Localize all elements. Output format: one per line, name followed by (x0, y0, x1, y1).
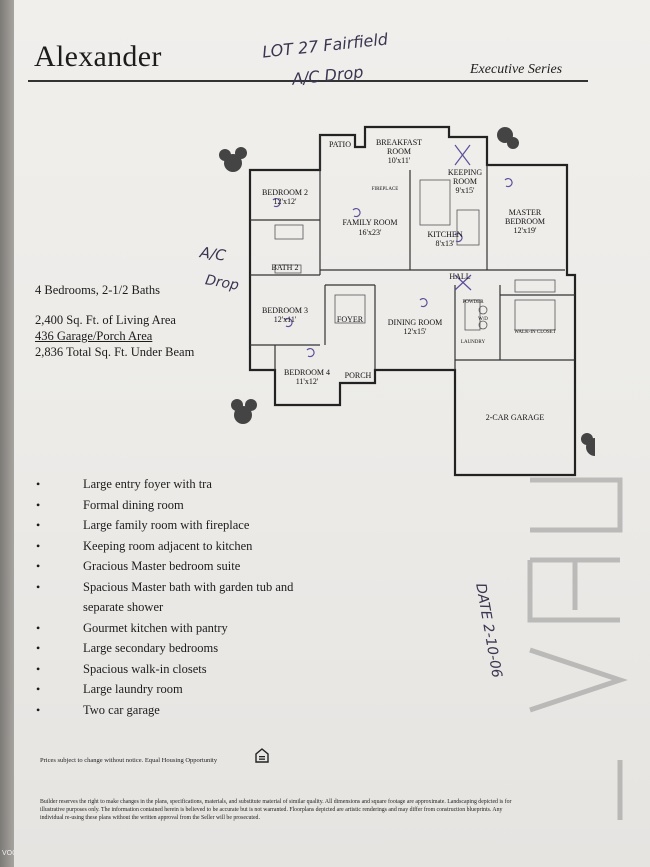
room-bedroom-2: BEDROOM 2 (262, 188, 308, 197)
page-edge-shadow (0, 0, 14, 867)
feature-item: Gracious Master bedroom suite (36, 559, 293, 580)
living-area: 2,400 Sq. Ft. of Living Area (35, 313, 176, 327)
room-bedroom-3-size: 12'x11' (274, 315, 297, 324)
room-kitchen-size: 8'x13' (436, 239, 455, 248)
series-label: Executive Series (470, 62, 563, 77)
room-laundry: LAUNDRY (461, 340, 486, 345)
room-patio: PATIO (329, 140, 351, 149)
room-family-size: 16'x23' (359, 228, 382, 237)
room-garage: 2-CAR GARAGE (486, 413, 545, 422)
room-walk-in-closet: WALK-IN CLOSET (514, 330, 556, 335)
room-breakfast: BREAKFAST (376, 138, 422, 147)
room-bedroom-3: BEDROOM 3 (262, 306, 308, 315)
room-fireplace: FIREPLACE (372, 187, 399, 192)
revised-stamp-graphic (527, 477, 628, 820)
room-bath-2: BATH 2 (272, 263, 299, 272)
room-washer-dryer: W/D (478, 317, 488, 322)
feature-item: Large family room with fireplace (36, 518, 293, 539)
room-porch: PORCH (345, 371, 372, 380)
feature-item: Spacious walk-in closets (36, 662, 293, 683)
feature-item: Large entry foyer with tra (36, 477, 293, 498)
room-family: FAMILY ROOM (343, 218, 398, 227)
room-bedroom-4: BEDROOM 4 (284, 368, 330, 377)
home-stats: 4 Bedrooms, 2-1/2 Baths 2,400 Sq. Ft. of… (35, 282, 194, 360)
feature-item: Formal dining room (36, 498, 293, 519)
room-keeping: KEEPING (448, 168, 482, 177)
room-dining: DINING ROOM (388, 318, 442, 327)
room-breakfast-size: 10'x11' (388, 156, 411, 165)
room-hall: HALL (449, 272, 470, 281)
room-master: MASTER (509, 208, 542, 217)
garage-area: 436 Garage/Porch Area (35, 329, 153, 343)
room-keeping-size: 9'x15' (456, 186, 475, 195)
room-bedroom-2-size: 12'x12' (274, 197, 297, 206)
room-dining-size: 12'x15' (404, 327, 427, 336)
room-breakfast-room: ROOM (387, 147, 411, 156)
floor-plan: PATIO BREAKFAST ROOM 10'x11' KEEPING ROO… (219, 125, 595, 477)
equal-housing-icon (255, 748, 269, 763)
page-title: Alexander (34, 40, 162, 73)
room-foyer: FOYER (337, 315, 364, 324)
title-rule (28, 80, 588, 82)
features-list: Large entry foyer with tra Formal dining… (36, 477, 293, 723)
pricing-notice: Prices subject to change without notice.… (40, 757, 218, 764)
beds-baths: 4 Bedrooms, 2-1/2 Baths (35, 283, 160, 297)
legal-fine-print: Builder reserves the right to make chang… (40, 799, 512, 821)
tree-icon (219, 127, 595, 456)
total-area: 2,836 Total Sq. Ft. Under Beam (35, 345, 195, 359)
feature-item-continuation: separate shower (83, 600, 164, 614)
feature-item: Keeping room adjacent to kitchen (36, 539, 293, 560)
feature-item: Gourmet kitchen with pantry (36, 621, 293, 642)
feature-item: Spacious Master bath with garden tub and (36, 580, 293, 601)
feature-item: Large secondary bedrooms (36, 641, 293, 662)
room-powder: POWDER (462, 300, 484, 305)
feature-item: Large laundry room (36, 682, 293, 703)
room-bedroom-4-size: 11'x12' (296, 377, 319, 386)
room-kitchen: KITCHEN (427, 230, 462, 239)
room-keeping-room: ROOM (453, 177, 477, 186)
feature-item: Two car garage (36, 703, 293, 724)
room-master-size: 12'x19' (514, 226, 537, 235)
room-master-bedroom: BEDROOM (505, 217, 545, 226)
